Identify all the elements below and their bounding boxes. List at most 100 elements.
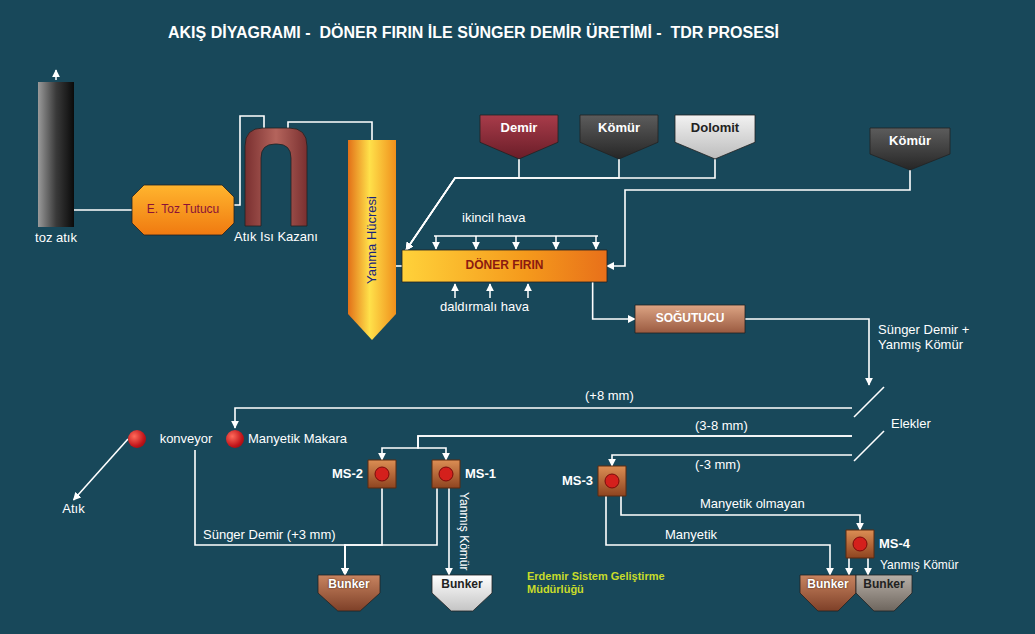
flow-line bbox=[606, 496, 830, 575]
edge-label: Manyetik olmayan bbox=[700, 497, 805, 512]
flow-line bbox=[195, 450, 345, 575]
magnetic-separator: MS-4 bbox=[846, 530, 874, 558]
text-holder: Bunker bbox=[800, 575, 856, 595]
text-holder: MS-1 bbox=[465, 466, 496, 482]
magnetic-pulley bbox=[128, 430, 146, 448]
pulley-label: Manyetik Makara bbox=[248, 432, 347, 447]
process-box: SOĞUTUCU bbox=[635, 305, 745, 333]
node-label: Atık Isı Kazanı bbox=[234, 229, 318, 244]
chimney-stack: toz atık bbox=[38, 82, 74, 227]
text-holder: MS-4 bbox=[879, 536, 910, 552]
flow-line bbox=[448, 488, 450, 575]
text-holder: Bunker bbox=[432, 575, 492, 595]
magnetic-separator: MS-1 bbox=[432, 460, 460, 488]
edge-label: (-3 mm) bbox=[695, 458, 741, 473]
node-label: SOĞUTUCU bbox=[656, 312, 725, 326]
flow-line bbox=[406, 159, 715, 250]
node-label: E. Toz Tutucu bbox=[147, 203, 220, 217]
node-label: MS-1 bbox=[465, 466, 496, 481]
bunker: Bunker bbox=[432, 575, 492, 611]
flow-line bbox=[593, 282, 635, 319]
flow-line bbox=[382, 436, 852, 460]
node-label: MS-3 bbox=[562, 473, 593, 488]
node-label: Bunker bbox=[863, 578, 904, 592]
flow-line bbox=[848, 558, 850, 575]
air-label: daldırmalı hava bbox=[440, 300, 529, 315]
flow-line bbox=[74, 209, 132, 211]
output-label: Atık bbox=[60, 500, 87, 518]
chimney-stack-outline bbox=[38, 82, 74, 227]
flow-line bbox=[396, 265, 402, 267]
flow-line bbox=[607, 170, 910, 266]
text-holder: Demir bbox=[480, 115, 558, 142]
conveyor-label: konveyor bbox=[146, 432, 226, 447]
flow-line bbox=[345, 488, 437, 575]
node-label: Dolomit bbox=[691, 121, 739, 136]
magnetic-separator-outline bbox=[432, 460, 460, 488]
flow-line bbox=[745, 319, 869, 385]
exhaust-arrow bbox=[55, 70, 57, 80]
text-holder: MS-3 bbox=[562, 473, 593, 489]
edge-label: Yanmış Kömür bbox=[880, 559, 958, 573]
magnetic-separator-outline bbox=[846, 530, 874, 558]
node-label: Kömür bbox=[598, 121, 640, 136]
node-label: Bunker bbox=[807, 578, 848, 592]
node-label: toz atık bbox=[35, 230, 77, 245]
flow-line bbox=[867, 558, 869, 575]
waste-heat-boiler-outline bbox=[245, 128, 307, 226]
node-label: Bunker bbox=[328, 578, 369, 592]
dust-collector: E. Toz Tutucu bbox=[132, 185, 234, 235]
node-label: Kömür bbox=[889, 134, 931, 149]
text-holder: Bunker bbox=[856, 575, 912, 595]
feed-hopper: Kömür bbox=[580, 115, 658, 159]
air-label: ikincil hava bbox=[462, 211, 526, 226]
credit-note: Erdemir Sistem Geliştirme Müdürlüğü bbox=[527, 570, 677, 595]
text-holder: toz atık bbox=[35, 230, 77, 246]
conveyor: konveyor Manyetik Makara bbox=[128, 428, 347, 450]
process-box: DÖNER FIRIN bbox=[402, 250, 607, 282]
text-holder: DÖNER FIRIN bbox=[402, 250, 607, 282]
bunker: Bunker bbox=[856, 575, 912, 611]
bunker: Bunker bbox=[318, 575, 380, 611]
text-holder: Yanma Hücresi bbox=[364, 196, 380, 284]
magnetic-separator: MS-2 bbox=[368, 460, 396, 488]
waste-heat-boiler: Atık Isı Kazanı bbox=[245, 128, 307, 226]
bunker: Bunker bbox=[800, 575, 856, 611]
text-holder: Elekler bbox=[891, 416, 931, 432]
node-label: MS-4 bbox=[879, 536, 910, 551]
flow-line bbox=[406, 159, 619, 250]
magnetic-separator-outline bbox=[598, 466, 626, 496]
text-holder: SOĞUTUCU bbox=[635, 305, 745, 333]
flow-line bbox=[621, 496, 860, 530]
edge-label: Sünger Demir (+3 mm) bbox=[203, 528, 336, 543]
node-label: MS-2 bbox=[332, 466, 363, 481]
diagram-title: AKIŞ DİYAGRAMI - DÖNER FIRIN İLE SÜNGER … bbox=[168, 24, 779, 42]
secondary-air-arrows bbox=[434, 236, 598, 249]
node-label: Elekler bbox=[891, 416, 931, 431]
flow-line bbox=[345, 488, 382, 575]
text-holder: Dolomit bbox=[675, 115, 755, 142]
feed-hopper: Demir bbox=[480, 115, 558, 159]
magnetic-separator-outline bbox=[368, 460, 396, 488]
node-label: Atık bbox=[62, 502, 84, 517]
flow-line bbox=[235, 408, 852, 428]
text-holder: Atık bbox=[60, 500, 87, 518]
node-label: Bunker bbox=[441, 578, 482, 592]
text-holder: Kömür bbox=[580, 115, 658, 142]
flow-line bbox=[74, 439, 129, 500]
node-label: Demir bbox=[501, 121, 538, 136]
edge-label: (+8 mm) bbox=[585, 389, 634, 404]
edge-label: Sünger Demir + Yanmış Kömür bbox=[878, 323, 1000, 353]
magnetic-separator: MS-3 bbox=[598, 466, 626, 496]
screen-symbol-outline bbox=[852, 385, 886, 463]
submerged-air-arrows bbox=[455, 284, 528, 298]
edge-label: Yanmış Kömür bbox=[456, 492, 470, 570]
magnetic-pulley bbox=[226, 430, 244, 448]
node-label: DÖNER FIRIN bbox=[466, 259, 544, 273]
screen-symbol: Elekler bbox=[852, 385, 886, 463]
edge-label: (3-8 mm) bbox=[695, 419, 748, 434]
node-label: Yanma Hücresi bbox=[364, 196, 379, 284]
flow-line bbox=[418, 436, 852, 460]
edge-label: Manyetik bbox=[665, 528, 717, 543]
text-holder: konveyor Manyetik Makara bbox=[128, 428, 347, 450]
